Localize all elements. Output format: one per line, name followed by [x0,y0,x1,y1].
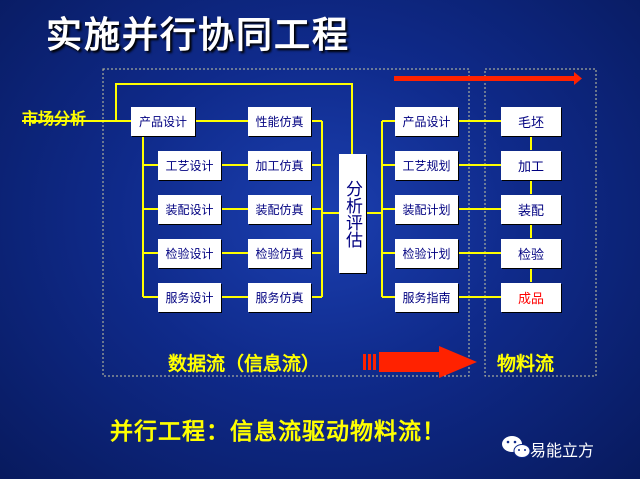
design-box-service: 服务设计 [158,283,221,312]
sim-box-performance: 性能仿真 [248,107,311,136]
material-box-blank: 毛坯 [501,107,561,136]
material-box-machining: 加工 [501,151,561,180]
data-flow-frame [102,68,470,377]
plan-box-assembly: 装配计划 [395,195,458,224]
data-flow-label: 数据流（信息流） [168,353,321,375]
sim-box-machining: 加工仿真 [248,151,311,180]
design-box-product: 产品设计 [131,107,195,136]
design-box-assembly: 装配设计 [158,195,221,224]
material-box-assembly: 装配 [501,195,561,224]
design-box-process: 工艺设计 [158,151,221,180]
data-to-material-arrow [363,346,477,378]
sim-box-inspection: 检验仿真 [248,239,311,268]
material-box-finished: 成品 [501,283,561,312]
plan-box-inspection: 检验计划 [395,239,458,268]
top-flow-arrow-bar [394,76,574,81]
material-box-inspection: 检验 [501,239,561,268]
analysis-evaluation-box: 分析评估 [339,154,366,273]
sim-box-assembly: 装配仿真 [248,195,311,224]
material-flow-label: 物料流 [497,353,555,375]
material-flow-frame [484,68,597,377]
market-analysis-label: 市场分析 [22,109,87,128]
plan-box-process: 工艺规划 [395,151,458,180]
plan-box-service: 服务指南 [395,283,458,312]
bottom-slogan: 并行工程：信息流驱动物料流！ [110,419,446,445]
wechat-icon [502,436,531,458]
sim-box-service: 服务仿真 [248,283,311,312]
brand-label: 易能立方 [530,441,595,460]
plan-box-product: 产品设计 [395,107,458,136]
design-box-inspection: 检验设计 [158,239,221,268]
page-title: 实施并行协同工程 [46,15,351,56]
